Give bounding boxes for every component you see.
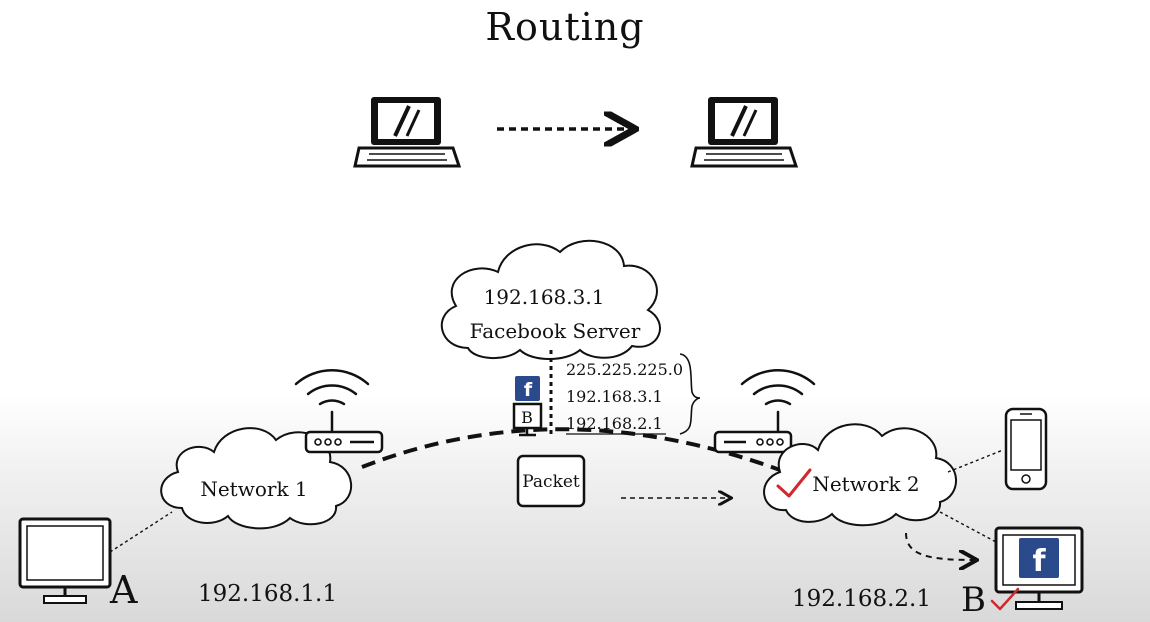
svg-text:f: f [1032, 544, 1046, 579]
host-b-ip: 192.168.2.1 [792, 586, 931, 612]
checkmark-icon [776, 468, 812, 498]
arrow-icon [905, 532, 975, 560]
monitor-icon [512, 402, 543, 437]
routing-mask: 225.225.225.0 [566, 360, 683, 379]
host-a-letter: A [109, 568, 138, 612]
host-a-ip: 192.168.1.1 [198, 581, 337, 607]
monitor-icon [18, 517, 112, 604]
facebook-icon: f [515, 376, 540, 401]
laptop-icon [690, 97, 799, 168]
facebook-icon: f [1019, 538, 1059, 579]
routing-dest-ip: 192.168.3.1 [566, 387, 663, 406]
wifi-icon [294, 369, 370, 433]
cloud-icon [440, 239, 661, 360]
packet-box [516, 454, 586, 508]
checkmark-icon [990, 587, 1020, 611]
server-name: Facebook Server [470, 319, 641, 343]
wifi-icon [740, 369, 816, 433]
cloud-icon [160, 427, 352, 530]
router-icon [713, 430, 793, 454]
packet-label: Packet [522, 472, 580, 492]
host-b-letter: B [961, 580, 986, 620]
network-1-label: Network 1 [200, 477, 307, 501]
router-icon [304, 430, 384, 454]
laptop-icon [353, 97, 462, 168]
svg-text:f: f [524, 379, 533, 401]
network-2-label: Network 2 [812, 472, 919, 496]
smartphone-icon [1004, 407, 1048, 491]
page-title: Routing [485, 5, 644, 49]
cloud-icon [763, 423, 957, 527]
server-ip: 192.168.3.1 [484, 285, 605, 309]
packet-source-letter: B [521, 408, 533, 427]
